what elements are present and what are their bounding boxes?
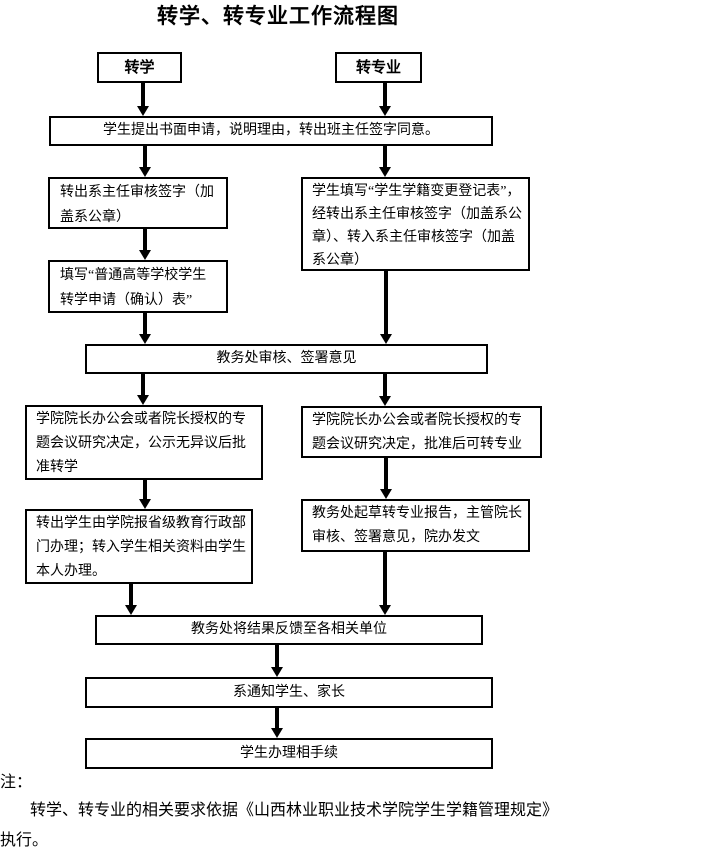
node-president-meeting-transfer-school: 学院院长办公会或者院长授权的专题会议研究决定，公示无异议后批准转学: [25, 405, 263, 480]
flow-arrow: [139, 480, 151, 509]
flow-arrow: [139, 313, 151, 344]
flow-arrow: [137, 374, 149, 405]
note-text: 转学、转专业的相关要求依据《山西林业职业技术学院学生学籍管理规定》: [30, 802, 559, 819]
flow-arrow: [380, 458, 392, 499]
node-fill-transfer-form: 填写“普通高等学校学生转学申请（确认）表”: [48, 260, 228, 313]
flow-arrow: [379, 146, 391, 177]
node-feedback: 教务处将结果反馈至各相关单位: [95, 615, 483, 645]
node-transfer-out-handle: 转出学生由学院报省级教育行政部门办理；转入学生相关资料由学生本人办理。: [25, 509, 253, 584]
note-text-continued: 执行。: [0, 832, 49, 849]
node-transfer-school: 转学: [97, 52, 182, 83]
node-student-apply: 学生提出书面申请，说明理由，转出班主任签字同意。: [49, 116, 493, 146]
note-label: 注：: [0, 774, 33, 791]
node-academic-review: 教务处审核、签署意见: [85, 344, 488, 374]
node-president-meeting-transfer-major: 学院院长办公会或者院长授权的专题会议研究决定，批准后可转专业: [301, 406, 542, 458]
flow-arrow: [139, 146, 151, 177]
node-register-form: 学生填写“学生学籍变更登记表”，经转出系主任审核签字（加盖系公章）、转入系主任审…: [301, 177, 530, 271]
flow-arrow: [379, 83, 391, 116]
node-draft-report: 教务处起草转专业报告，主管院长审核、签署意见，院办发文: [301, 499, 530, 552]
page-title: 转学、转专业工作流程图: [157, 4, 399, 28]
node-notify: 系通知学生、家长: [85, 677, 493, 708]
node-out-dept-sign: 转出系主任审核签字（加盖系公章）: [48, 177, 228, 229]
flow-arrow: [125, 584, 137, 615]
flow-arrow: [271, 645, 283, 677]
flow-arrow: [139, 229, 151, 260]
node-procedure: 学生办理相手续: [85, 738, 493, 769]
flow-arrow: [271, 708, 283, 738]
flow-arrow: [380, 271, 392, 344]
flow-arrow: [137, 83, 149, 116]
node-transfer-major: 转专业: [335, 52, 422, 83]
flow-arrow: [379, 552, 391, 615]
flow-arrow: [379, 374, 391, 406]
